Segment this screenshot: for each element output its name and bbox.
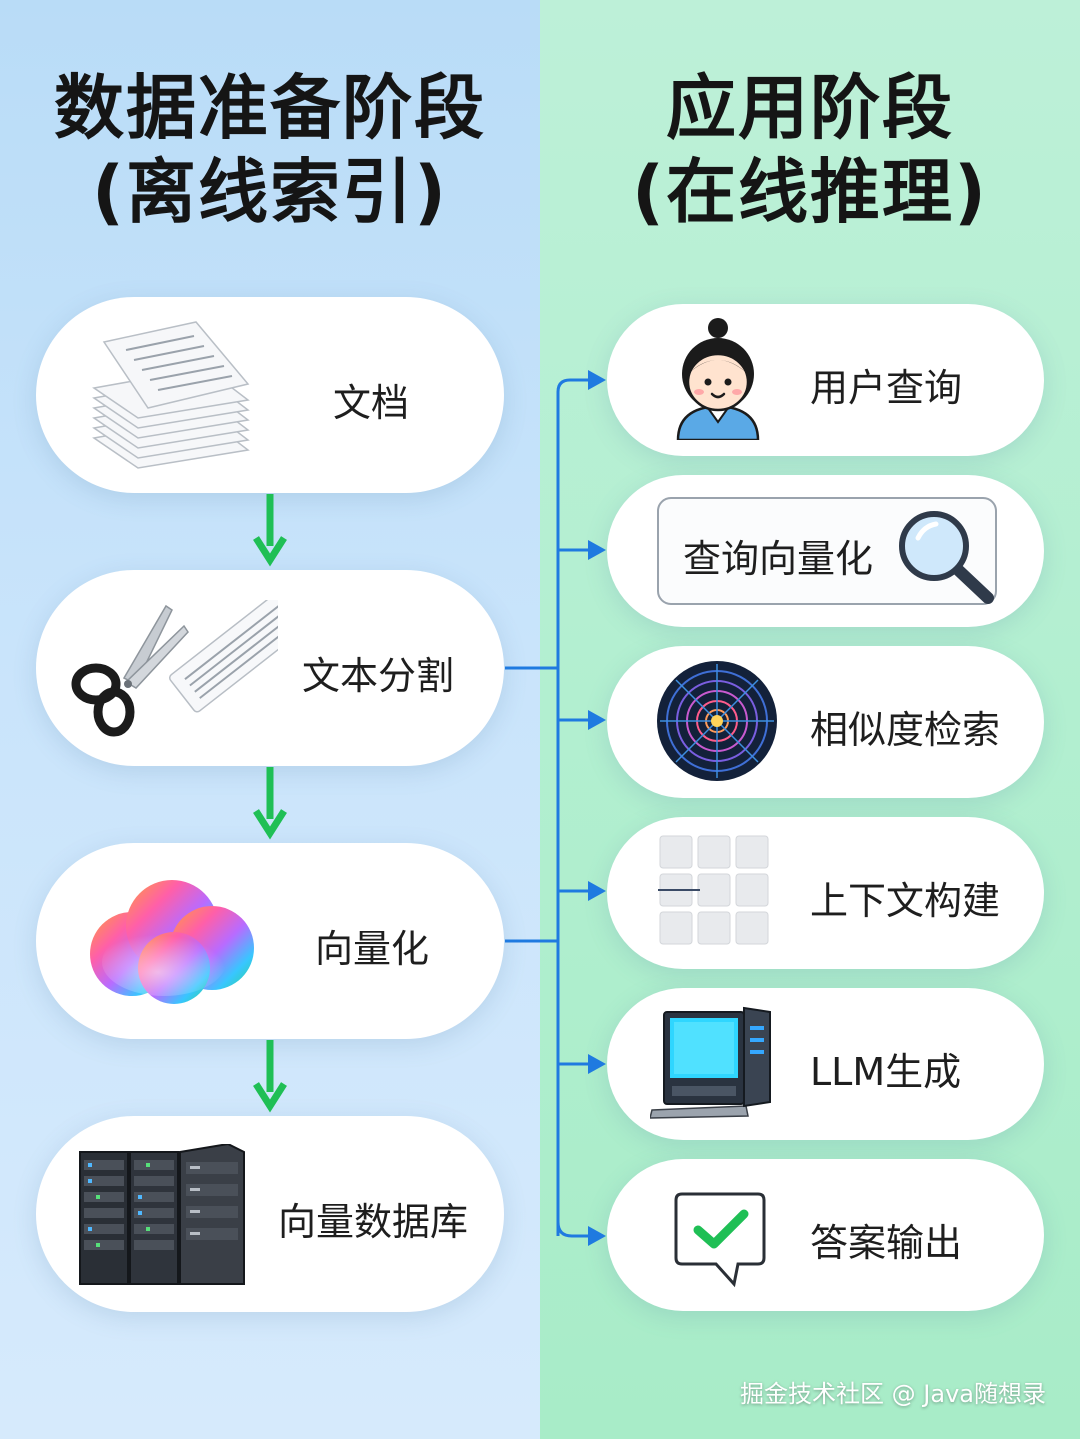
step-label-document: 文档 — [333, 381, 410, 425]
online-title-line1: 应用阶段 — [666, 67, 954, 149]
online-title-line2: (在线推理) — [632, 151, 988, 233]
step-label-llm-generate: LLM生成 — [810, 1050, 962, 1094]
radar-icon — [657, 661, 777, 781]
magnifier-icon — [899, 511, 994, 604]
step-label-vectorize: 向量化 — [315, 927, 430, 971]
online-stage-title: 应用阶段 (在线推理) — [540, 66, 1080, 234]
down-arrow-1 — [253, 494, 287, 567]
watermark: 掘金技术社区 @ Java随想录 — [740, 1380, 1046, 1408]
step-label-query-vectorize: 查询向量化 — [683, 537, 874, 581]
step-label-vector-db: 向量数据库 — [278, 1200, 469, 1244]
gradient-cloud-icon — [90, 880, 254, 1004]
step-label-answer-output: 答案输出 — [810, 1221, 963, 1265]
step-label-text-split: 文本分割 — [302, 654, 455, 698]
offline-stage-title: 数据准备阶段 (离线索引) — [0, 66, 540, 234]
computer-icon — [650, 1006, 771, 1119]
block-grid-icon — [658, 835, 769, 945]
offline-title-line2: (离线索引) — [92, 151, 448, 233]
down-arrow-2 — [253, 767, 287, 840]
scissors-paper-icon — [71, 600, 278, 737]
offline-title-line1: 数据准备阶段 — [54, 67, 486, 149]
step-label-similarity-search: 相似度检索 — [810, 708, 1001, 752]
user-avatar-icon — [676, 318, 760, 440]
step-label-user-query: 用户查询 — [810, 366, 963, 410]
checkmark-bubble-icon — [674, 1192, 766, 1288]
down-arrow-3 — [253, 1040, 287, 1113]
document-stack-icon — [92, 321, 250, 469]
server-rack-icon — [79, 1144, 245, 1285]
step-label-context-build: 上下文构建 — [810, 879, 1001, 923]
